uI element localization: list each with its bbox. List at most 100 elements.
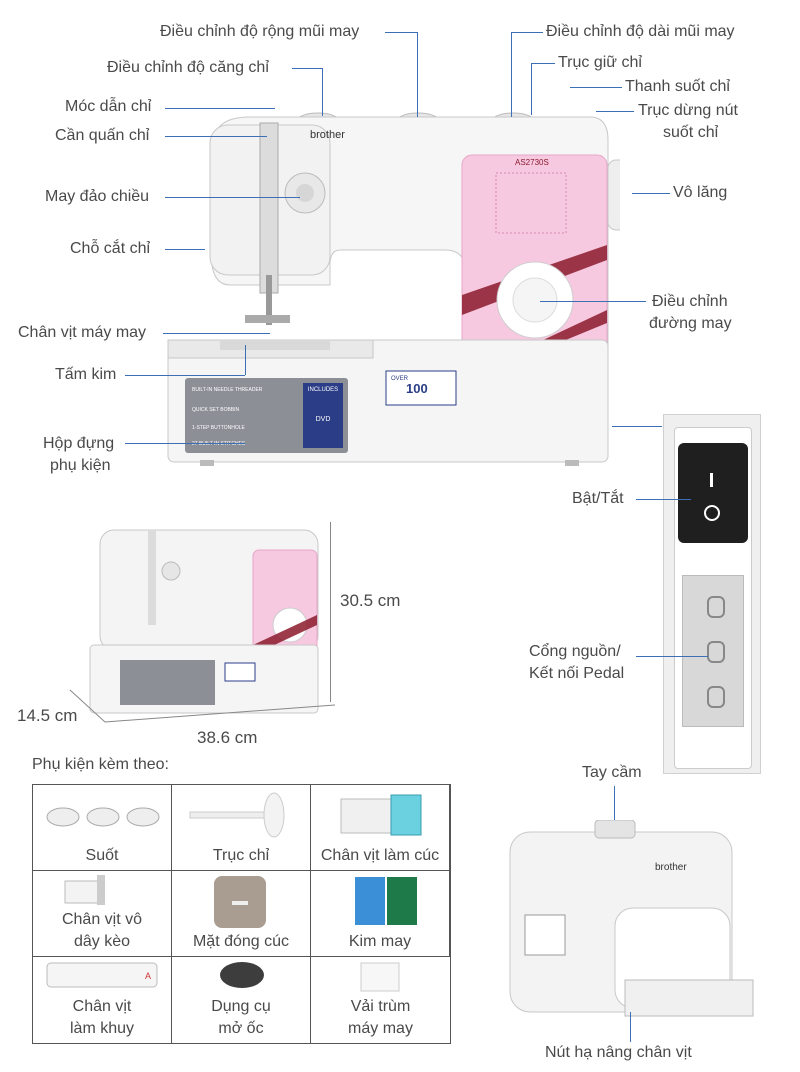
accessory-label-line-2: mở ốc <box>218 1020 264 1037</box>
label-presser-lever: Nút hạ nâng chân vịt <box>545 1044 692 1061</box>
leader-line <box>417 32 418 117</box>
label-pattern-2: đường may <box>649 315 732 332</box>
bobbin-icon <box>46 807 160 827</box>
label-bobbin-winder: Thanh suốt chỉ <box>625 78 730 95</box>
panel-feature-2: QUICK SET BOBBIN <box>192 407 240 413</box>
accessory-label: Chân vịt làm cúc <box>320 847 440 864</box>
model-name: AS2730S <box>515 158 549 167</box>
main-machine-image: brother AS2730S INCLUDES DVD BUILT-IN NE… <box>167 112 620 466</box>
back-view-machine-image: brother <box>509 820 754 1017</box>
panel-includes: INCLUDES <box>308 387 338 393</box>
accessory-dust-cover: Vải trùm máy may <box>311 957 450 1043</box>
label-needle-plate: Tấm kim <box>55 366 117 383</box>
accessory-spool-pin: Trục chỉ <box>172 785 311 871</box>
button-plate-icon <box>214 876 266 928</box>
label-power-port-1: Cổng nguồn/ <box>529 643 621 660</box>
brand-logo-top: brother <box>310 129 345 141</box>
accessory-bobbins: Suốt <box>33 785 172 871</box>
leader-line <box>596 111 634 112</box>
leader-line <box>165 197 300 198</box>
accessory-label: Vải trùm <box>350 998 411 1015</box>
leader-line <box>636 499 691 500</box>
leader-line <box>385 32 417 33</box>
label-handwheel: Vô lăng <box>673 184 728 201</box>
accessory-label-line-2: máy may <box>348 1020 413 1037</box>
spool-pin-icon <box>189 792 285 838</box>
leader-line <box>614 786 615 834</box>
leader-line <box>630 1012 631 1042</box>
power-port <box>682 575 744 727</box>
accessory-label-line-2: làm khuy <box>69 1020 135 1037</box>
accessory-zipper-foot: Chân vịt vô dây kèo <box>33 871 172 957</box>
leader-line <box>165 108 275 109</box>
label-stitch-width: Điều chỉnh độ rộng mũi may <box>160 23 360 40</box>
power-panel-closeup <box>663 414 761 774</box>
dimension-machine-image <box>89 529 319 714</box>
accessory-label: Chân vịt vô <box>61 911 143 928</box>
label-presser-foot: Chân vịt máy may <box>18 324 147 341</box>
accessory-screwdriver: Dụng cụ mở ốc <box>172 957 311 1043</box>
label-power-port-2: Kết nối Pedal <box>529 665 625 682</box>
label-pattern-1: Điều chỉnh <box>652 293 728 310</box>
dimension-width: 38.6 cm <box>197 728 258 747</box>
leader-line <box>322 68 323 116</box>
label-thread-guide: Móc dẫn chỉ <box>65 98 152 115</box>
label-winder-stop-1: Trục dừng nút <box>638 102 738 119</box>
leader-line <box>570 87 622 88</box>
label-take-up-lever: Cần quấn chỉ <box>55 127 150 144</box>
leader-line <box>531 63 532 115</box>
panel-feature-4: 27 BUILT-IN STITCHES <box>192 441 246 447</box>
leader-line <box>163 333 270 334</box>
dimension-line-height <box>330 522 331 702</box>
accessory-label: Dụng cụ <box>211 998 271 1015</box>
leader-line <box>165 136 267 137</box>
panel-dvd: DVD <box>316 416 331 423</box>
screwdriver-icon <box>220 962 264 988</box>
label-thread-tension: Điều chỉnh độ căng chỉ <box>107 59 269 76</box>
leader-line <box>125 443 245 444</box>
accessory-needles: Kim may <box>311 871 450 957</box>
leader-line <box>511 32 543 33</box>
accessory-label: Suốt <box>85 847 119 864</box>
label-power-switch: Bật/Tắt <box>572 490 624 507</box>
zipper-foot-icon <box>64 875 105 905</box>
leader-line <box>540 301 646 302</box>
dimension-depth: 14.5 cm <box>17 706 78 725</box>
accessory-button-foot: Chân vịt làm cúc <box>311 785 450 871</box>
leader-line <box>511 32 512 117</box>
leader-line <box>632 193 670 194</box>
accessory-label: Kim may <box>348 933 412 950</box>
back-brand-logo: brother <box>655 862 687 873</box>
label-thread-cutter: Chỗ cắt chỉ <box>70 240 151 257</box>
dust-cover-icon <box>360 962 400 992</box>
badge-over: OVER <box>391 376 409 382</box>
accessory-label: Trục chỉ <box>212 847 270 864</box>
dimension-height: 30.5 cm <box>340 591 401 610</box>
label-reverse: May đảo chiều <box>45 188 150 205</box>
svg-text:A: A <box>145 971 151 981</box>
button-foot-icon <box>340 794 422 836</box>
leader-line <box>531 63 555 64</box>
accessory-button-plate: Mặt đóng cúc <box>172 871 311 957</box>
power-switch <box>678 443 748 543</box>
leader-line <box>165 249 205 250</box>
accessory-label: Chân vịt <box>72 998 132 1015</box>
panel-feature-1: BUILT-IN NEEDLE THREADER <box>192 387 263 393</box>
leader-line <box>292 68 322 69</box>
needles-icon <box>355 877 417 925</box>
leader-line <box>612 426 662 427</box>
accessories-title: Phụ kiện kèm theo: <box>32 756 169 773</box>
label-accessory-box-2: phụ kiện <box>50 457 111 474</box>
leader-line <box>245 345 246 375</box>
label-stitch-length: Điều chỉnh độ dài mũi may <box>546 23 735 40</box>
badge-years: 100 <box>406 381 428 396</box>
label-accessory-box-1: Hộp đựng <box>43 435 115 452</box>
accessory-buttonhole-foot: A Chân vịt làm khuy <box>33 957 172 1043</box>
accessory-label-line-2: dây kèo <box>73 933 131 950</box>
label-winder-stop-2: suốt chỉ <box>663 124 719 141</box>
panel-feature-3: 1-STEP BUTTONHOLE <box>192 425 246 431</box>
accessory-label: Mặt đóng cúc <box>192 933 290 950</box>
leader-line <box>636 656 708 657</box>
buttonhole-foot-icon: A <box>46 962 158 988</box>
accessories-table: Suốt Trục chỉ Chân vịt làm cúc Chân vịt … <box>32 784 451 1044</box>
